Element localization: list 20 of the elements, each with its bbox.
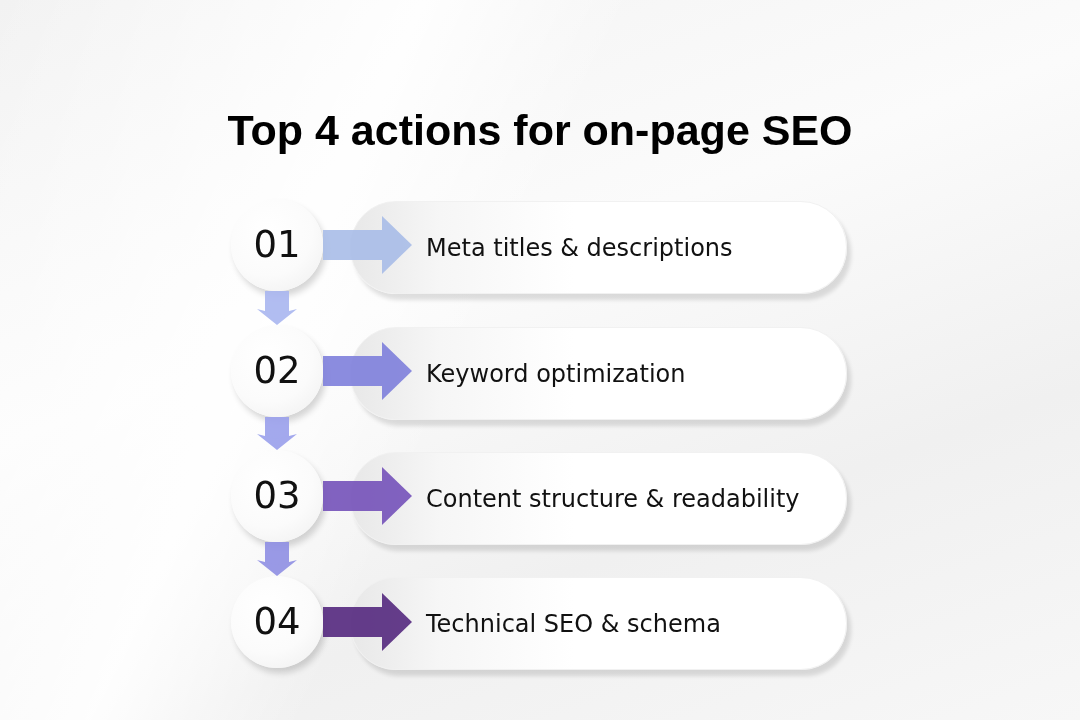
chevron-arrow bbox=[257, 542, 297, 576]
step-pill bbox=[350, 327, 847, 420]
step-label: Keyword optimization bbox=[426, 358, 686, 389]
step-number: 04 bbox=[252, 600, 302, 644]
title: Top 4 actions for on-page SEO bbox=[226, 105, 854, 156]
block-arrow bbox=[323, 593, 412, 651]
step-label: Content structure & readability bbox=[426, 483, 800, 514]
step-number: 01 bbox=[252, 223, 302, 267]
step-pill bbox=[350, 577, 847, 670]
chevron-arrow bbox=[257, 417, 297, 450]
step-pill bbox=[350, 201, 847, 294]
step-label: Technical SEO & schema bbox=[426, 608, 721, 639]
block-arrow bbox=[323, 467, 412, 525]
step-number: 02 bbox=[252, 349, 302, 393]
block-arrow bbox=[323, 342, 412, 400]
step-number: 03 bbox=[252, 474, 302, 518]
chevron-arrow bbox=[257, 291, 297, 325]
step-label: Meta titles & descriptions bbox=[426, 232, 733, 263]
step-pill bbox=[350, 452, 847, 545]
block-arrow bbox=[323, 216, 412, 274]
